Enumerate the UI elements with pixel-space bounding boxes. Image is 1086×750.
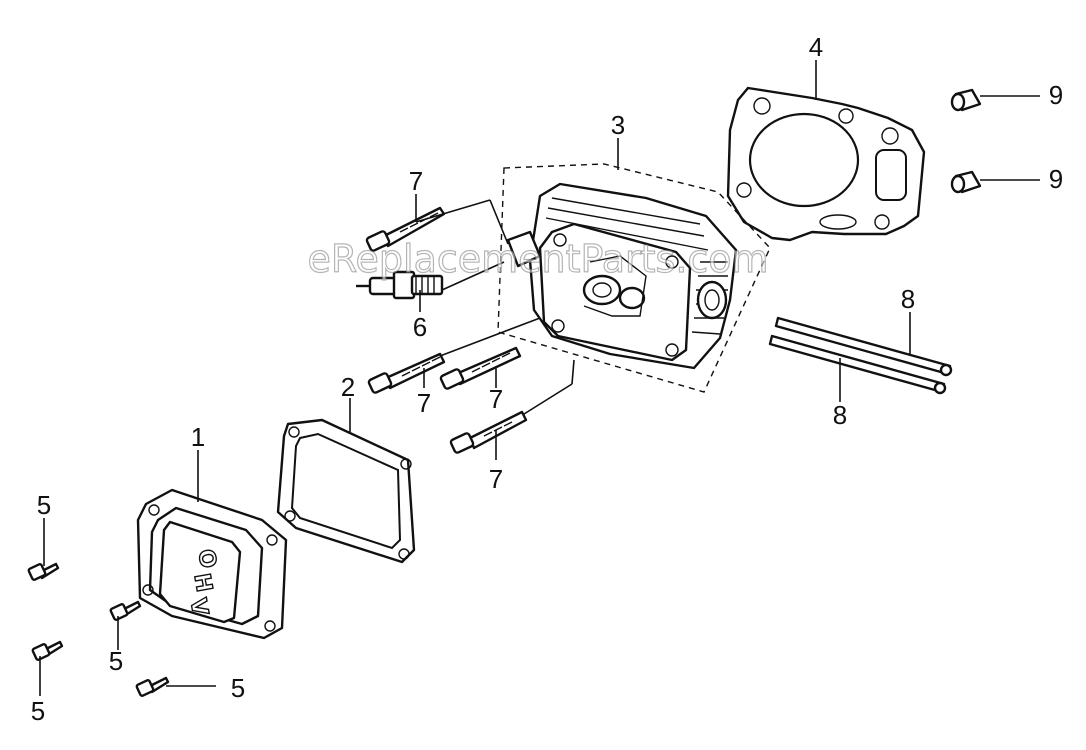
leader-lines (39, 60, 1040, 696)
callout-6: 6 (413, 312, 427, 342)
callout-9-a: 9 (1049, 80, 1063, 110)
callout-7-b: 7 (417, 388, 431, 418)
dowel-pin-lower (950, 170, 982, 194)
valve-cover-gasket-part-2 (276, 418, 416, 564)
cover-screw-1 (27, 562, 60, 581)
callout-5-a: 5 (37, 490, 51, 520)
head-gasket-part-4 (726, 86, 926, 242)
callout-1: 1 (191, 422, 205, 452)
callout-7-c: 7 (489, 384, 503, 414)
cover-screw-4 (135, 676, 170, 697)
cover-letter-o: O (192, 547, 220, 570)
callout-5-c: 5 (31, 696, 45, 726)
cylinder-head-part-3 (506, 182, 738, 370)
cover-letter-h: H (188, 572, 216, 594)
push-rod-lower (768, 334, 947, 395)
dowel-pin-upper (950, 88, 982, 112)
callout-9-b: 9 (1049, 164, 1063, 194)
cover-letter-v: V (185, 596, 213, 617)
head-bolt-lower (449, 410, 528, 454)
spark-plug-part-6 (356, 270, 444, 300)
callout-8-b: 8 (833, 400, 847, 430)
callout-labels: 1 2 3 4 5 5 5 5 6 7 7 7 7 8 8 9 9 (31, 32, 1063, 726)
push-rod-upper (774, 316, 953, 377)
callout-5-b: 5 (109, 646, 123, 676)
cover-screw-3 (31, 640, 64, 661)
callout-7-d: 7 (489, 464, 503, 494)
head-bolt-middle-left (367, 352, 446, 394)
cylinder-head-boundary (497, 163, 771, 393)
cover-screw-2 (109, 600, 142, 621)
callout-2: 2 (341, 372, 355, 402)
callout-7-a: 7 (409, 166, 423, 196)
watermark-text: eReplacementParts.com (307, 237, 768, 281)
callout-8-a: 8 (901, 284, 915, 314)
head-bolt-middle-right (439, 346, 522, 390)
callout-3: 3 (611, 110, 625, 140)
valve-cover-part-1: O H V (136, 488, 288, 640)
callout-4: 4 (809, 32, 823, 62)
callout-5-d: 5 (231, 673, 245, 703)
